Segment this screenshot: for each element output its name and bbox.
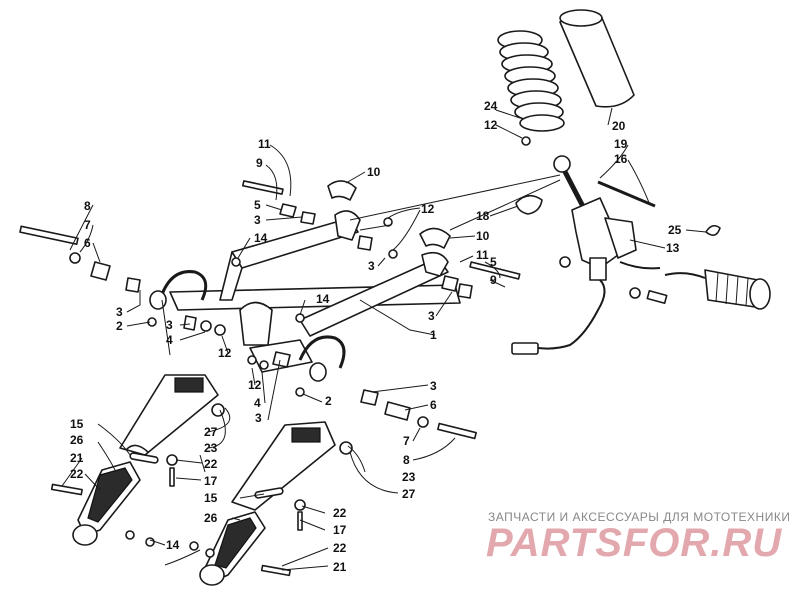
- callout-2: 2: [325, 394, 332, 408]
- shock-boot: [559, 9, 635, 108]
- callout-17: 17: [333, 523, 347, 537]
- callout-4: 4: [254, 396, 261, 410]
- callout-3: 3: [430, 379, 437, 393]
- callout-3: 3: [255, 411, 262, 425]
- callout-1: 1: [430, 328, 437, 342]
- callout-14: 14: [254, 231, 268, 245]
- callout-22: 22: [204, 457, 218, 471]
- callout-7: 7: [84, 218, 91, 232]
- callout-6: 6: [430, 398, 437, 412]
- callout-7: 7: [403, 434, 410, 448]
- callout-5: 5: [490, 255, 497, 269]
- left-bolt-set: [19, 225, 226, 336]
- callout-22: 22: [70, 467, 84, 481]
- callout-9: 9: [490, 273, 497, 287]
- callout-3: 3: [254, 213, 261, 227]
- callout-23: 23: [204, 441, 218, 455]
- callout-20: 20: [612, 119, 626, 133]
- right-lower-bolt-set: [247, 351, 477, 440]
- callout-8: 8: [84, 199, 91, 213]
- callout-16: 16: [614, 152, 628, 166]
- callout-3: 3: [116, 305, 123, 319]
- watermark-tagline: ЗАПЧАСТИ И АКСЕССУАРЫ ДЛЯ МОТОТЕХНИКИ: [488, 510, 790, 524]
- shock-absorber: [511, 155, 661, 355]
- callout-18: 18: [476, 209, 490, 223]
- callout-22: 22: [333, 506, 347, 520]
- callout-labels: 1 2 2 3 3 3 3 3 3 3 4 4 5 5 6 6 7 7 8 8 …: [70, 99, 682, 574]
- callout-2: 2: [116, 319, 123, 333]
- shock-reservoir: [664, 269, 771, 310]
- callout-23: 23: [402, 470, 416, 484]
- callout-14: 14: [316, 292, 330, 306]
- right-upper-bolt-set: [295, 227, 521, 323]
- callout-10: 10: [476, 229, 490, 243]
- callout-10: 10: [367, 165, 381, 179]
- callout-11: 11: [258, 137, 271, 151]
- callout-21: 21: [70, 451, 84, 465]
- callout-26: 26: [204, 511, 218, 525]
- watermark: ЗАПЧАСТИ И АКСЕССУАРЫ ДЛЯ МОТОТЕХНИКИ PA…: [486, 510, 790, 565]
- callout-15: 15: [70, 417, 84, 431]
- callout-15: 15: [204, 491, 218, 505]
- callout-22: 22: [333, 541, 347, 555]
- right-footrest-assembly: [189, 421, 353, 586]
- callout-4: 4: [166, 333, 173, 347]
- callout-5: 5: [254, 198, 261, 212]
- callout-14: 14: [166, 538, 180, 552]
- callout-19: 19: [614, 137, 628, 151]
- callout-21: 21: [333, 560, 347, 574]
- watermark-logo: PARTSFOR.RU: [486, 521, 782, 565]
- callout-27: 27: [204, 425, 218, 439]
- callout-12: 12: [248, 378, 262, 392]
- upper-bolt-set: [231, 180, 398, 267]
- callout-26: 26: [70, 433, 84, 447]
- callout-6: 6: [84, 236, 91, 250]
- callout-3: 3: [428, 309, 435, 323]
- callout-17: 17: [204, 474, 218, 488]
- callout-25: 25: [668, 223, 682, 237]
- leader-lines: [61, 107, 707, 571]
- shock-hardware: [515, 136, 721, 304]
- callout-24: 24: [484, 99, 498, 113]
- callout-11: 11: [476, 248, 489, 262]
- callout-9: 9: [256, 156, 263, 170]
- callout-8: 8: [403, 453, 410, 467]
- callout-12: 12: [484, 118, 498, 132]
- callout-13: 13: [666, 241, 680, 255]
- callout-27: 27: [402, 487, 416, 501]
- callout-3: 3: [368, 259, 375, 273]
- callout-12: 12: [218, 346, 232, 360]
- rear-arm-frame: [149, 210, 461, 382]
- callout-3: 3: [166, 318, 173, 332]
- callout-12: 12: [421, 202, 435, 216]
- coil-spring: [497, 30, 565, 132]
